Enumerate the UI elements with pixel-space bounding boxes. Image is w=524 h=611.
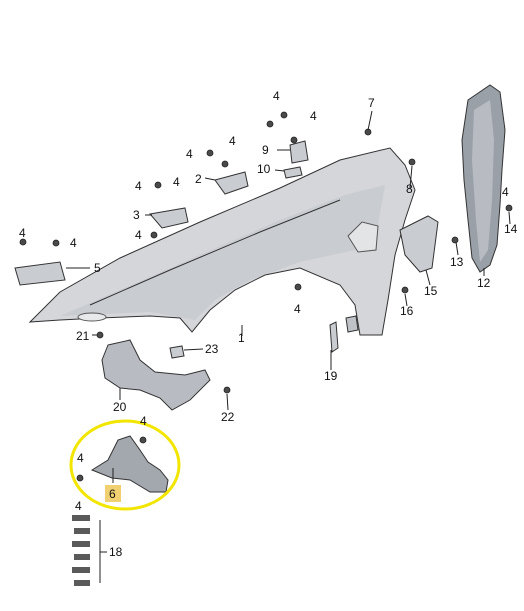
fastener-stack-18 [72,567,90,573]
bracket-part-20 [101,339,211,411]
callout-4: 4 [502,185,509,199]
bolt [505,204,513,212]
callout-4: 4 [294,302,301,316]
bracket-part-2 [214,171,249,195]
bolt [19,238,27,246]
callout-8: 8 [406,182,413,196]
callout-10: 10 [257,162,271,176]
fastener-stack-18 [74,528,90,534]
bolt [401,286,409,294]
callout-4: 4 [77,451,84,465]
bolt [150,231,158,239]
callout-13: 13 [450,255,464,269]
plate-part-10 [283,166,303,179]
fender-side-marker-hole [77,312,107,322]
fastener-stack-18 [72,541,90,547]
bolt [221,160,229,168]
fastener-stack-18 [72,515,90,521]
fender-shade [60,185,385,320]
callout-4: 4 [135,228,142,242]
callout-22: 22 [221,410,235,424]
bracket-part-5 [14,261,66,286]
callout-4: 4 [173,175,180,189]
bolt [139,436,147,444]
fender-indicator-opening [347,221,379,253]
callout-12: 12 [477,276,491,290]
callout-19: 19 [324,369,338,383]
callout-4: 4 [140,414,147,428]
reinforcement-part-6 [90,435,169,493]
callout-4: 4 [19,226,26,240]
clip-part-19 [345,315,359,333]
bolt [294,283,302,291]
callout-15: 15 [424,284,438,298]
callout-4: 4 [135,179,142,193]
callout-4: 4 [186,147,193,161]
callout-4: 4 [70,236,77,250]
callout-6-highlight [105,485,121,502]
callout-18: 18 [109,545,123,559]
fender-light-edge [89,199,341,306]
leader-lines [66,110,511,583]
callout-5: 5 [94,261,101,275]
bracket-part-15 [399,215,439,273]
callout-23: 23 [205,342,219,356]
callout-6: 6 [109,487,116,501]
bolt [223,386,231,394]
callout-labels: 1 2 3 4 4 4 4 4 4 4 4 4 4 4 4 4 4 5 6 7 … [19,89,518,559]
callout-9: 9 [262,143,269,157]
bolt [290,136,298,144]
bolt [266,120,274,128]
bolt [206,149,214,157]
bolt [96,331,104,339]
callout-16: 16 [400,304,414,318]
fastener-stack-18 [74,580,90,586]
callout-20: 20 [113,400,127,414]
callout-4: 4 [229,134,236,148]
bracket-part-9 [289,140,309,164]
callout-7: 7 [368,96,375,110]
bolt [280,111,288,119]
bolt [76,474,84,482]
bolt [408,158,416,166]
wheel-arch-liner-inner [472,100,494,262]
bolt [154,181,162,189]
callout-4: 4 [75,499,82,513]
callout-1: 1 [238,331,245,345]
clip-part-23 [169,345,185,359]
highlight-circle [69,419,181,511]
fastener-stack-18 [74,554,90,560]
callout-4: 4 [310,109,317,123]
strip-part-19 [329,321,339,353]
callout-3: 3 [133,208,140,222]
callout-14: 14 [504,222,518,236]
callout-4: 4 [273,89,280,103]
callout-21: 21 [76,329,90,343]
bolt [52,239,60,247]
fasteners [14,111,513,586]
bracket-part-3 [149,207,189,229]
callout-2: 2 [195,172,202,186]
bolt [451,236,459,244]
